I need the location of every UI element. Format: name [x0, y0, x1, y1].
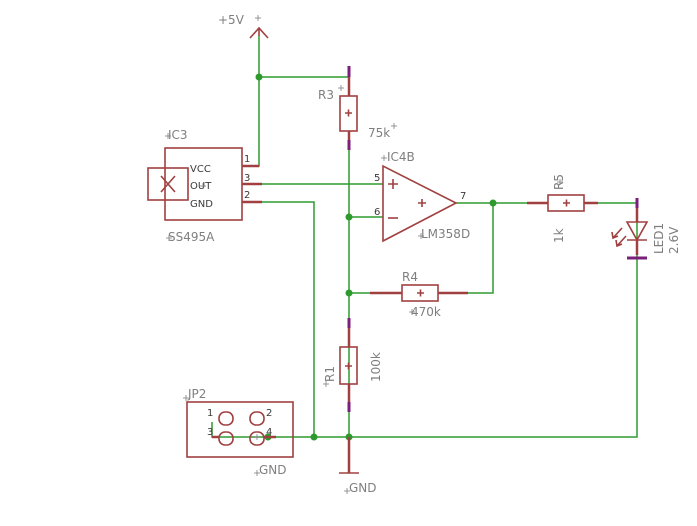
r5-resistor[interactable]: R5 1k	[527, 174, 598, 243]
ic3-pin3-number: 3	[244, 173, 250, 184]
r4-name: R4	[402, 270, 418, 284]
r5-value: 1k	[552, 228, 566, 243]
jp2-pin4: 4	[266, 427, 272, 438]
led1-name: LED1	[652, 223, 666, 254]
ic3-part: SS495A	[168, 230, 215, 244]
r3-resistor[interactable]: R3 75k	[318, 66, 397, 150]
ic4b-pin7: 7	[460, 191, 466, 202]
ic4b-pin5: 5	[374, 173, 380, 184]
jp2-name: JP2	[187, 387, 206, 401]
ic3-pin-out-label: OUT	[190, 181, 212, 192]
r1-name: R1	[323, 366, 337, 382]
jp2-pin1: 1	[207, 408, 213, 419]
r4-resistor[interactable]: R4 470k	[370, 270, 468, 319]
ic3-sensor[interactable]: VCC OUT GND 1 3 2 IC3 SS495A	[147, 128, 262, 244]
jp2-pin3: 3	[207, 427, 213, 438]
led1-value: 2.6V	[667, 226, 681, 254]
wires	[211, 36, 638, 438]
ic4b-part: LM358D	[421, 227, 470, 241]
ground-label: GND	[349, 481, 377, 495]
junctions	[255, 73, 497, 441]
r4-value: 470k	[411, 305, 441, 319]
led1-diode[interactable]: LED1 2.6V	[611, 198, 681, 260]
r1-resistor[interactable]: R1 100k	[323, 318, 383, 412]
jp2-pin2: 2	[266, 408, 272, 419]
r3-value: 75k	[368, 126, 390, 140]
ic3-pin1-number: 1	[244, 154, 250, 165]
ic4b-pin6: 6	[374, 207, 380, 218]
ic3-pin-vcc-label: VCC	[190, 164, 211, 175]
ic4b-opamp[interactable]: 5 6 7 IC4B LM358D	[374, 150, 470, 243]
supply-label: +5V	[218, 13, 245, 27]
supply-5v: +5V	[218, 13, 269, 39]
ic3-pin-gnd-label: GND	[190, 199, 213, 210]
r3-name: R3	[318, 88, 334, 102]
r1-value: 100k	[369, 352, 383, 382]
ic3-pin2-number: 2	[244, 190, 250, 201]
ic4b-name: IC4B	[387, 150, 415, 164]
jp2-gnd-label: GND	[259, 463, 287, 477]
jp2-header[interactable]: 1 2 3 4 JP2 GND	[183, 387, 294, 477]
ground-symbol: GND	[339, 437, 377, 495]
ic3-name: IC3	[168, 128, 188, 142]
